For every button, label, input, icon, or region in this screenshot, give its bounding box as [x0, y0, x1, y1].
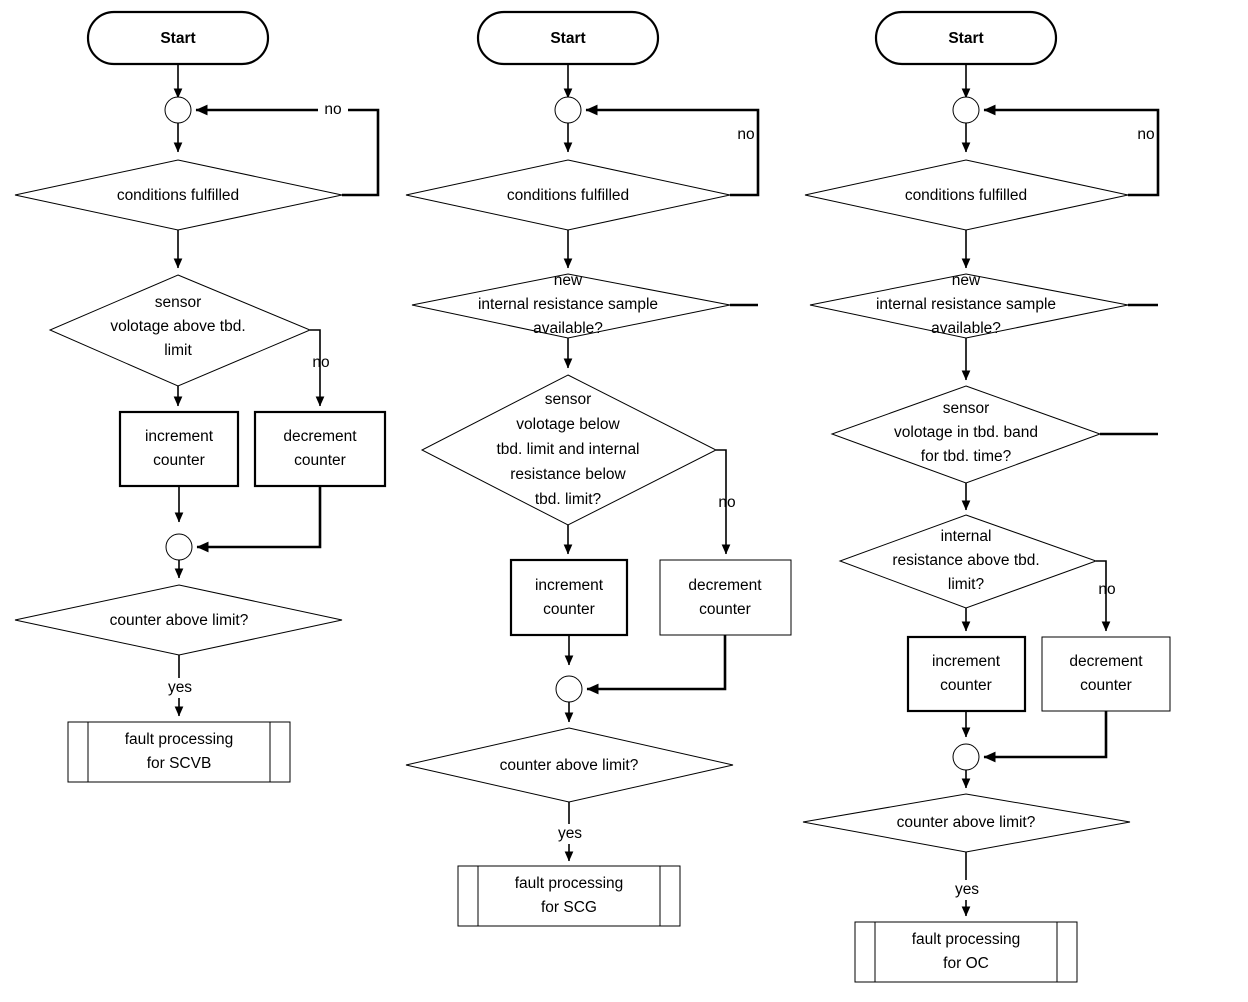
- merge-connector-top-scg: [554, 96, 582, 124]
- edge-label-no-check-scg: no: [718, 494, 735, 511]
- predefined-process-fault-oc: fault processing for OC: [854, 921, 1078, 983]
- increment-label-line2-oc: counter: [940, 677, 992, 694]
- edge-conditions-no-loopback: [195, 104, 380, 197]
- decrement-label-line1-oc: decrement: [1069, 653, 1143, 670]
- process-increment-counter-scg: [509, 558, 629, 637]
- column-oc: Start conditions fulfilled no new intern…: [802, 10, 1171, 983]
- decision-sample-line3-oc: available?: [931, 320, 1001, 337]
- decision-band-line2-oc: volotage in tbd. band: [894, 424, 1038, 441]
- increment-label-line1-oc: increment: [932, 653, 1001, 670]
- process-decrement-counter: [253, 410, 387, 488]
- label-bg-yes-3: [945, 880, 989, 900]
- decision-check-line2-scg: volotage below: [516, 416, 620, 433]
- process-increment-counter: [118, 410, 240, 488]
- edge-decrement-to-merge2-scg: [586, 635, 727, 695]
- decision-conditions-label-oc: conditions fulfilled: [905, 187, 1027, 204]
- decision-sample-line2-scg: internal resistance sample: [478, 296, 658, 313]
- decision-res-line2-oc: resistance above tbd.: [892, 552, 1039, 569]
- increment-label-line2-scg: counter: [543, 601, 595, 618]
- edge-label-yes-counterlimit-oc: yes: [955, 881, 979, 898]
- predefined-process-fault-scg: fault processing for SCG: [457, 865, 681, 927]
- start-terminator-scg: Start: [476, 10, 660, 66]
- decrement-label-line2: counter: [294, 452, 346, 469]
- decision-band-line3-oc: for tbd. time?: [921, 448, 1012, 465]
- edge-label-no-conditions: no: [324, 101, 341, 118]
- decision-check-line4-scg: resistance below: [510, 466, 626, 483]
- increment-label-line2: counter: [153, 452, 205, 469]
- edge-loopback-oc: [983, 104, 1160, 197]
- merge-connector-mid-scg: [555, 675, 583, 703]
- fault-label-line1: fault processing: [125, 731, 234, 748]
- merge-connector-top-oc: [952, 96, 980, 124]
- edge-label-no-res-oc: no: [1098, 581, 1115, 598]
- decision-band-line1-oc: sensor: [943, 400, 990, 417]
- process-decrement-counter-scg: [659, 559, 792, 636]
- fault-label-line1-oc: fault processing: [912, 931, 1021, 948]
- decision-conditions-label-scg: conditions fulfilled: [507, 187, 629, 204]
- label-bg-no-cond: [318, 100, 348, 120]
- merge-connector-mid: [165, 533, 193, 561]
- start-label-oc: Start: [948, 30, 983, 47]
- decision-sample-line1-scg: new: [554, 272, 583, 289]
- fault-label-line1-scg: fault processing: [515, 875, 624, 892]
- decision-sample-line2-oc: internal resistance sample: [876, 296, 1056, 313]
- edge-check-no-to-decrement: [310, 329, 325, 407]
- edge-label-yes-counterlimit: yes: [168, 679, 192, 696]
- edge-decrement-to-merge2: [196, 486, 322, 553]
- decision-sensor-voltage-line3: limit: [164, 342, 192, 359]
- process-decrement-counter-oc: [1041, 636, 1171, 712]
- increment-label-line1-scg: increment: [535, 577, 604, 594]
- decision-check-line1-scg: sensor: [545, 391, 592, 408]
- decision-sensor-voltage-line1: sensor: [155, 294, 202, 311]
- label-bg-yes-1: [158, 678, 202, 698]
- decision-conditions-label: conditions fulfilled: [117, 187, 239, 204]
- decision-sensor-voltage-line2: volotage above tbd.: [110, 318, 245, 335]
- decision-sample-line1-oc: new: [952, 272, 981, 289]
- decision-res-line3-oc: limit?: [948, 576, 985, 593]
- increment-label-line1: increment: [145, 428, 214, 445]
- fault-label-line2-scg: for SCG: [541, 899, 597, 916]
- decision-sample-line3-scg: available?: [533, 320, 603, 337]
- decision-check-line3-scg: tbd. limit and internal: [496, 441, 639, 458]
- decision-counter-limit-label-scg: counter above limit?: [500, 757, 639, 774]
- start-terminator-oc: Start: [874, 10, 1058, 66]
- edge-label-no-check1: no: [312, 354, 329, 371]
- decrement-label-line2-scg: counter: [699, 601, 751, 618]
- decision-res-line1-oc: internal: [941, 528, 992, 545]
- decision-counter-limit-label-oc: counter above limit?: [897, 814, 1036, 831]
- edge-label-yes-counterlimit-scg: yes: [558, 825, 582, 842]
- edge-label-no-loopback-scg: no: [737, 126, 754, 143]
- decision-counter-limit-label: counter above limit?: [110, 612, 249, 629]
- decrement-label-line2-oc: counter: [1080, 677, 1132, 694]
- edge-loopback-scg: [585, 104, 760, 197]
- column-scvb: Start conditions fulfilled no sensor vol…: [14, 10, 387, 783]
- edge-decrement-to-merge2-oc: [983, 711, 1108, 763]
- decision-check-line5-scg: tbd. limit?: [535, 491, 602, 508]
- fault-label-line2: for SCVB: [147, 755, 212, 772]
- edge-check-no-to-decrement-scg: [716, 449, 731, 555]
- start-terminator-scvb: Start: [86, 10, 270, 66]
- decrement-label-line1-scg: decrement: [688, 577, 762, 594]
- fault-label-line2-oc: for OC: [943, 955, 989, 972]
- edge-res-no-to-decrement-oc: [1096, 560, 1111, 632]
- decrement-label-line1: decrement: [283, 428, 357, 445]
- merge-connector-mid-oc: [952, 743, 980, 771]
- merge-connector-top: [164, 96, 192, 124]
- label-bg-yes-2: [548, 824, 592, 844]
- start-label-scg: Start: [550, 30, 585, 47]
- column-scg: Start conditions fulfilled no new intern…: [405, 10, 792, 927]
- process-increment-counter-oc: [906, 635, 1027, 713]
- start-label: Start: [160, 30, 195, 47]
- edge-label-no-loopback-oc: no: [1137, 126, 1154, 143]
- predefined-process-fault-scvb: fault processing for SCVB: [67, 721, 291, 783]
